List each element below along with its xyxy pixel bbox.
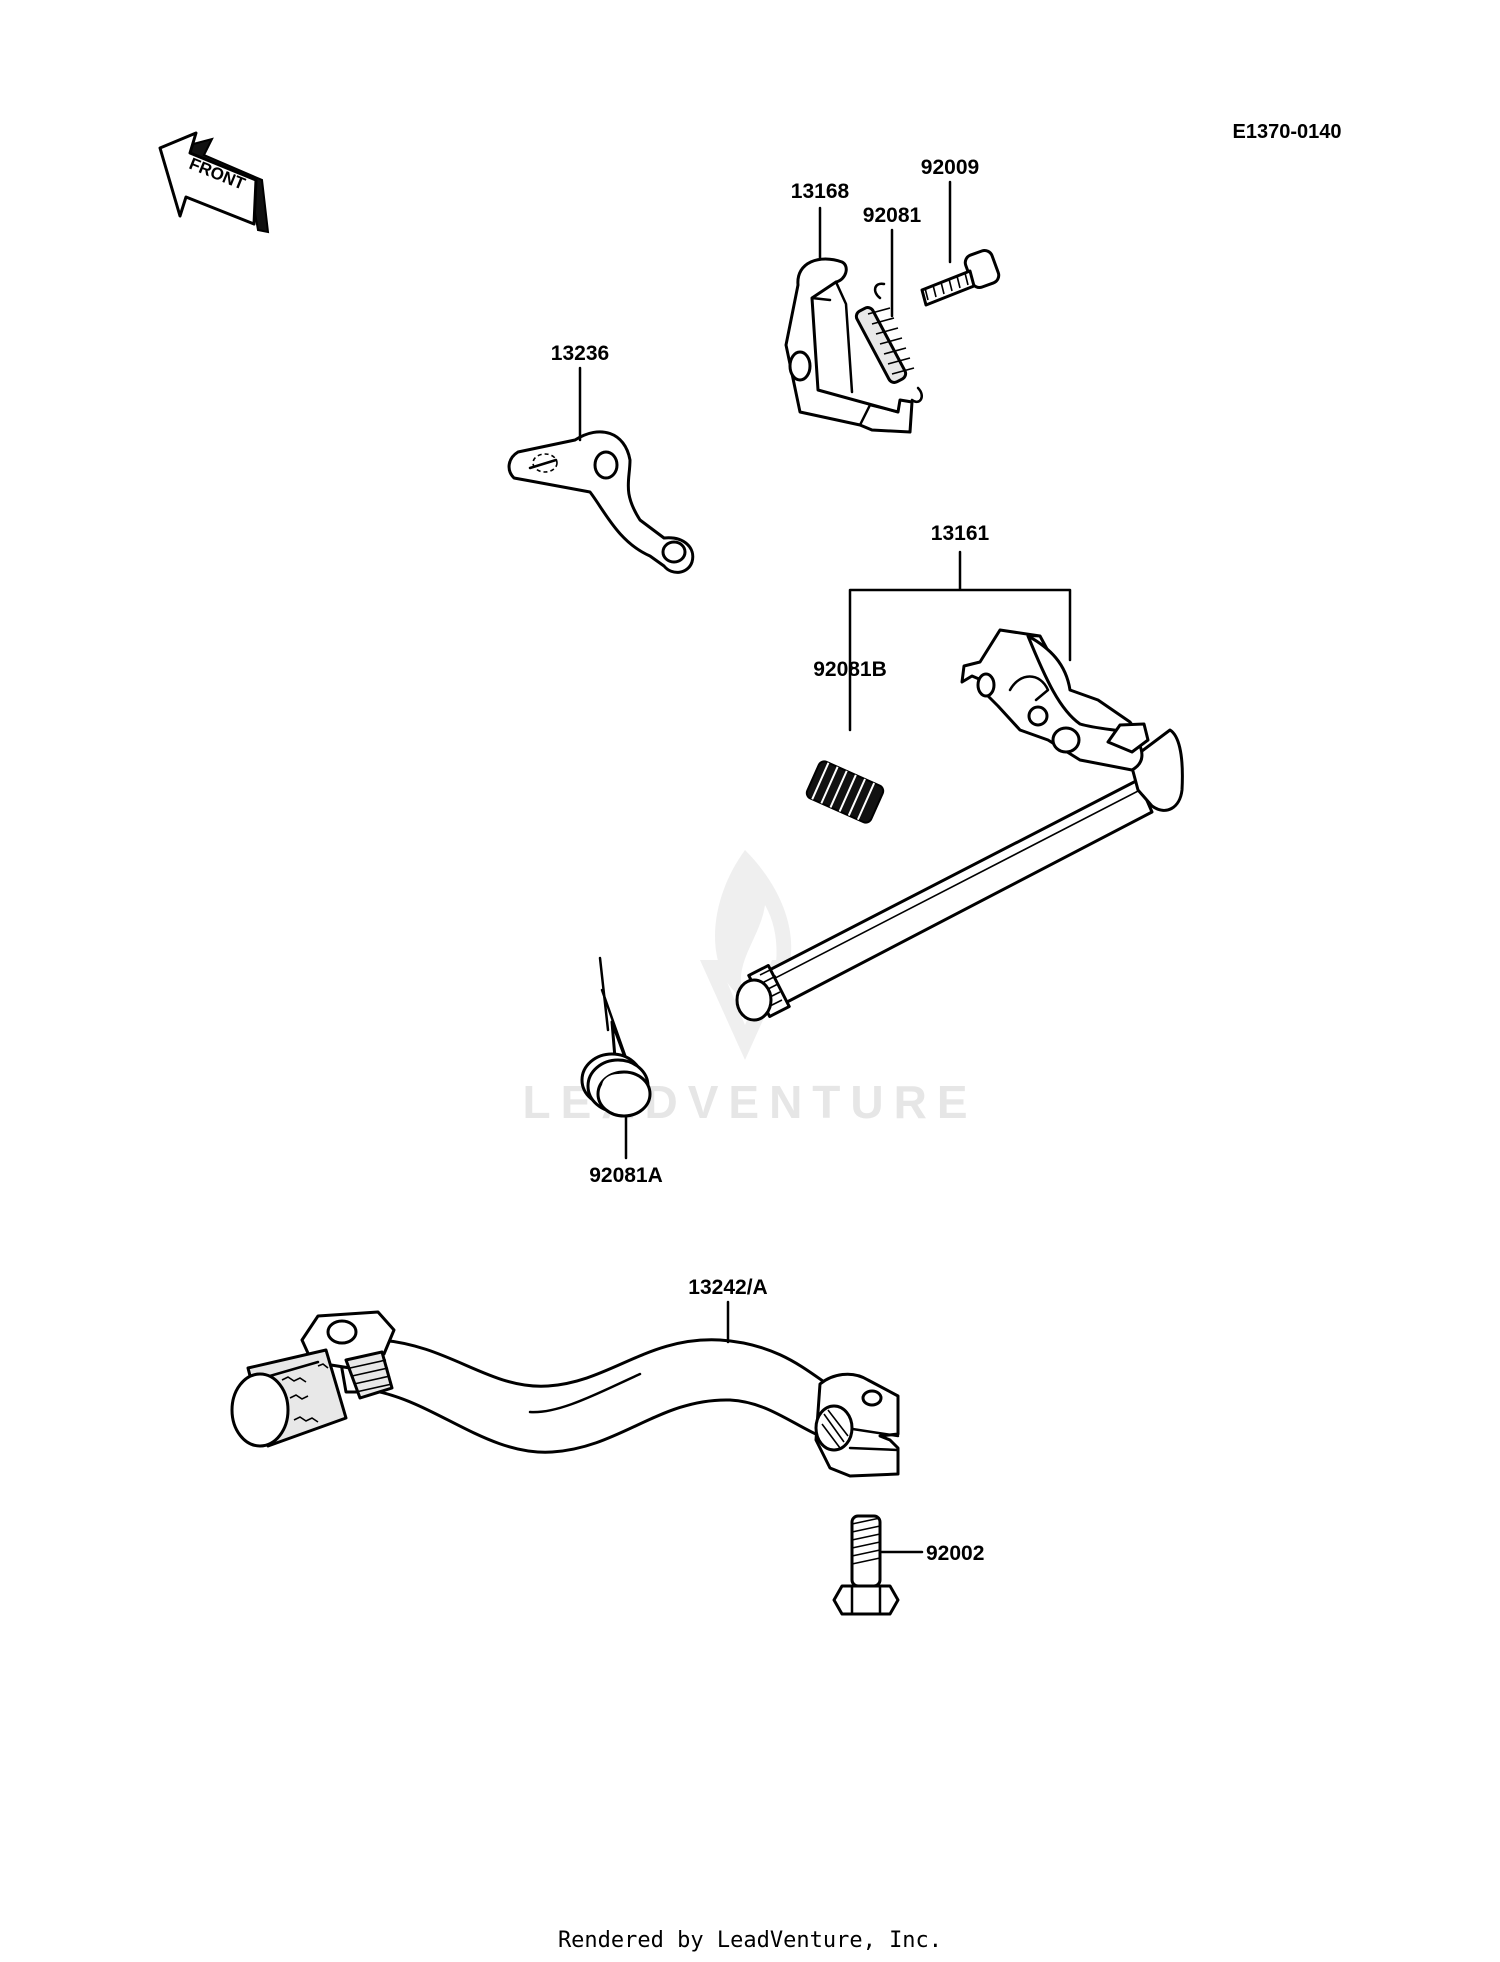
label-92009: 92009 (921, 156, 979, 179)
part-13161[interactable]: 13161 (735, 522, 1184, 1022)
label-13168: 13168 (791, 180, 850, 203)
label-92081: 92081 (863, 204, 922, 227)
part-92009[interactable]: 92009 (920, 156, 1001, 307)
leader-13161 (848, 550, 1072, 732)
footer-credit: Rendered by LeadVenture, Inc. (558, 1928, 942, 1953)
watermark-flame-icon (700, 850, 792, 1060)
part-92081A[interactable]: 92081A (580, 956, 663, 1187)
label-92002: 92002 (926, 1542, 984, 1565)
part-92081B[interactable]: 92081B (805, 658, 887, 825)
part-13168[interactable]: 13168 (784, 180, 914, 434)
label-92081A: 92081A (589, 1164, 663, 1187)
part-92002[interactable]: 92002 (832, 1514, 984, 1616)
diagram-ref: E1370-0140 (1233, 121, 1342, 143)
part-13242A[interactable]: 13242/A (230, 1276, 900, 1478)
label-13242A: 13242/A (688, 1276, 767, 1299)
label-13236: 13236 (551, 342, 609, 365)
front-arrow: FRONT (158, 131, 270, 234)
label-13161: 13161 (931, 522, 990, 545)
part-13236[interactable]: 13236 (507, 342, 695, 574)
label-92081B: 92081B (813, 658, 887, 681)
part-92081[interactable]: 92081 (854, 204, 923, 404)
